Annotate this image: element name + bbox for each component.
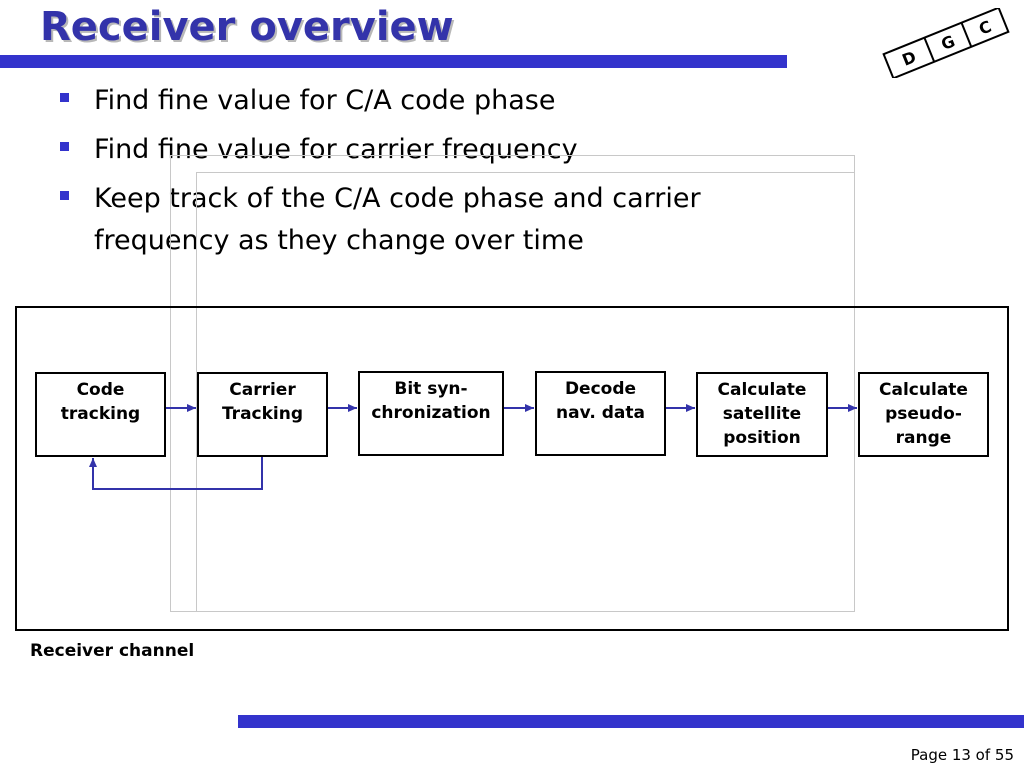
block-calculate-pseudo-range: Calculate pseudo- range xyxy=(858,372,989,457)
block-label: Code tracking xyxy=(60,380,141,424)
block-code-tracking: Code tracking xyxy=(35,372,166,457)
dgc-logo-icon: D G C xyxy=(882,8,1010,78)
block-decode-nav-data: Decode nav. data xyxy=(535,371,666,456)
logo-frame xyxy=(882,8,1010,78)
logo-letter-g: G xyxy=(938,31,957,54)
footer-bar xyxy=(238,715,1024,728)
logo-letter-d: D xyxy=(899,47,918,70)
bullet-list: Find fine value for C/A code phase Find … xyxy=(60,80,820,269)
block-label: Calculate pseudo- range xyxy=(879,380,968,448)
receiver-channel-box xyxy=(15,306,1009,631)
bullet-marker-icon xyxy=(60,191,69,200)
block-bit-synchronization: Bit syn- chronization xyxy=(358,371,504,456)
bullet-text: Find fine value for C/A code phase xyxy=(94,85,556,116)
block-label: Calculate satellite position xyxy=(717,380,807,448)
block-calculate-satellite-position: Calculate satellite position xyxy=(696,372,828,457)
bullet-marker-icon xyxy=(60,93,69,102)
bullet-text: Find fine value for carrier frequency xyxy=(94,134,578,165)
bullet-item: Find fine value for carrier frequency xyxy=(60,129,820,171)
bullet-item: Find fine value for C/A code phase xyxy=(60,80,820,122)
ghost-frame-inner xyxy=(196,172,855,612)
slide-title: Receiver overview xyxy=(40,4,454,50)
block-label: Bit syn- chronization xyxy=(371,379,491,423)
bullet-item: Keep track of the C/A code phase and car… xyxy=(60,178,820,262)
title-underline-bar xyxy=(0,55,787,68)
logo-letter-c: C xyxy=(976,17,994,39)
page-number: Page 13 of 55 xyxy=(910,746,1014,764)
block-carrier-tracking: Carrier Tracking xyxy=(197,372,328,457)
block-label: Carrier Tracking xyxy=(221,380,304,424)
block-label: Decode nav. data xyxy=(556,379,645,423)
receiver-channel-label: Receiver channel xyxy=(30,641,195,661)
bullet-text: Keep track of the C/A code phase and car… xyxy=(94,183,701,256)
bullet-marker-icon xyxy=(60,142,69,151)
